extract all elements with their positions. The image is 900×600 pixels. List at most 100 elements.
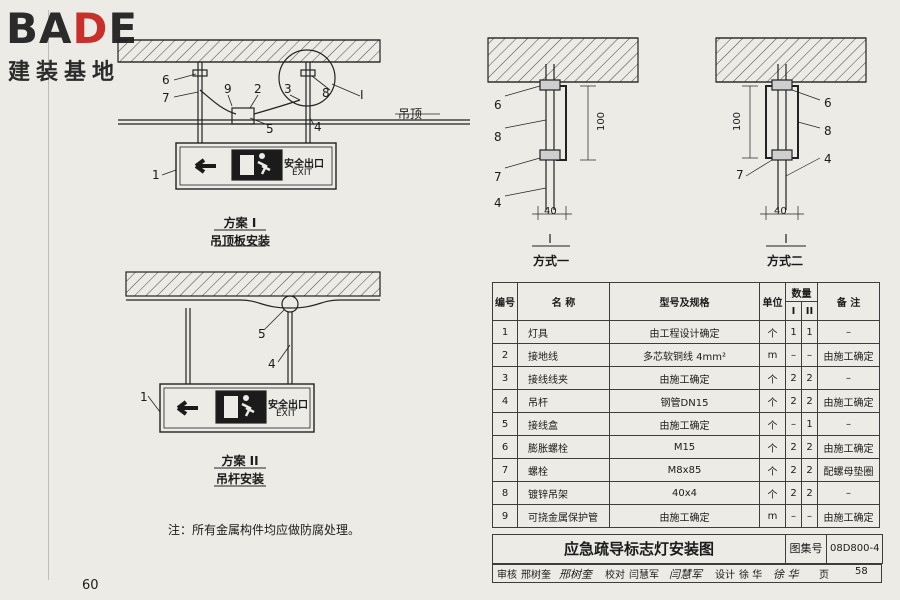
sheet-page-number: 58	[855, 566, 868, 577]
plan1-callout-7: 7	[162, 91, 170, 105]
corrosion-note: 注：所有金属构件均应做防腐处理。	[168, 523, 361, 537]
cell-unit: 个	[759, 481, 786, 505]
cell-unit: 个	[759, 458, 786, 482]
cell-model: 由施工确定	[609, 412, 760, 436]
detail1-view	[487, 37, 639, 247]
reviewer-signature: 邢树奎	[559, 568, 592, 581]
plan2-sign-cn: 安全出口	[268, 400, 308, 411]
reviewer-name: 邢树奎	[521, 570, 551, 581]
cell-name: 螺栓	[517, 458, 610, 482]
header-qty-1: I	[785, 301, 802, 321]
plan1-arrow-icon	[194, 158, 216, 174]
cell-q1: 2	[785, 389, 802, 413]
plan2-exit-sign	[159, 383, 315, 433]
plan2-callout-1: 1	[140, 390, 148, 404]
cell-remark: –	[817, 412, 880, 436]
detail1-caption: 方式一	[532, 254, 569, 268]
detail1-callout-7: 7	[494, 170, 502, 184]
detail2-callout-8: 8	[824, 124, 832, 138]
atlas-number: 08D800-4	[826, 534, 883, 564]
cell-no: 2	[492, 343, 518, 367]
cell-name: 灯具	[517, 320, 610, 344]
logo-subtitle: 建装基地	[8, 60, 121, 85]
cell-unit: m	[759, 343, 786, 367]
drawing-title: 应急疏导标志灯安装图	[492, 534, 786, 564]
detail1-callout-8: 8	[494, 130, 502, 144]
cell-q2: 2	[801, 458, 818, 482]
plan1-callout-8: 8	[322, 86, 330, 100]
cell-q2: 1	[801, 320, 818, 344]
header-qty-2: II	[801, 301, 818, 321]
cell-q1: 2	[785, 481, 802, 505]
plan1-callout-2: 2	[254, 82, 262, 96]
plan2-caption-title: 方案 II	[221, 454, 259, 468]
plan1-sign-en: EXIT	[292, 168, 313, 178]
detail1-roman: I	[548, 232, 552, 246]
detail2-callout-4: 4	[824, 152, 832, 166]
cell-q2: 2	[801, 366, 818, 390]
header-unit: 单位	[759, 282, 786, 321]
cell-q1: 2	[785, 458, 802, 482]
plan1-callout-5: 5	[266, 122, 274, 136]
cell-unit: 个	[759, 366, 786, 390]
cell-q2: –	[801, 504, 818, 528]
cell-name: 接地线	[517, 343, 610, 367]
cell-q1: 1	[785, 320, 802, 344]
cell-name: 镀锌吊架	[517, 481, 610, 505]
plan2-sign-en: EXIT	[276, 409, 297, 419]
design-label: 设计	[715, 570, 735, 581]
cell-name: 吊杆	[517, 389, 610, 413]
cell-remark: 由施工确定	[817, 435, 880, 459]
designer-name: 徐 华	[739, 570, 763, 581]
table-header-row: 编号 名 称 型号及规格 单位 数量 备 注	[492, 282, 880, 321]
cell-remark: –	[817, 481, 880, 505]
plan2-callout-5: 5	[258, 327, 266, 341]
cell-model: 由施工确定	[609, 366, 760, 390]
cell-unit: m	[759, 504, 786, 528]
plan1-caption-subtitle: 吊顶板安装	[209, 234, 270, 248]
checker-signature: 闫慧军	[669, 568, 702, 581]
cell-model: 40x4	[609, 481, 760, 505]
detail2-view	[715, 37, 867, 247]
plan1-callout-1: 1	[152, 168, 160, 182]
cell-name: 膨胀螺栓	[517, 435, 610, 459]
plan1-view	[117, 39, 470, 247]
cell-remark: 由施工确定	[817, 504, 880, 528]
plan1-exit-sign	[175, 142, 337, 190]
cell-model: 多芯软铜线 4mm²	[609, 343, 760, 367]
signature-row: 审核 邢树奎 邢树奎 校对 闫慧军 闫慧军 设计 徐 华 徐 华 页 58	[492, 564, 882, 583]
table-subheader-row: I II	[493, 301, 880, 321]
header-qty: 数量	[785, 282, 818, 302]
cell-remark: 配螺母垫圈	[817, 458, 880, 482]
detail2-roman: I	[784, 232, 788, 246]
detail1-dim-width: 40	[544, 206, 557, 217]
detail2-caption: 方式二	[766, 254, 803, 268]
plan2-caption-subtitle: 吊杆安装	[215, 472, 264, 486]
detail1-callout-6: 6	[494, 98, 502, 112]
page-label: 页	[819, 570, 829, 581]
cell-no: 6	[492, 435, 518, 459]
plan2-callout-4: 4	[268, 357, 276, 371]
designer-signature: 徐 华	[773, 568, 799, 581]
plan2-slab	[125, 271, 381, 297]
cell-model: 由工程设计确定	[609, 320, 760, 344]
plan1-sign-cn: 安全出口	[284, 159, 324, 170]
review-label: 审核	[497, 570, 517, 581]
cell-no: 5	[492, 412, 518, 436]
header-name: 名 称	[517, 282, 610, 321]
cell-name: 接线盒	[517, 412, 610, 436]
detail1-callout-4: 4	[494, 196, 502, 210]
cell-q2: –	[801, 343, 818, 367]
cell-model: M15	[609, 435, 760, 459]
plan2-view	[125, 271, 381, 487]
cell-unit: 个	[759, 435, 786, 459]
cell-q1: –	[785, 504, 802, 528]
